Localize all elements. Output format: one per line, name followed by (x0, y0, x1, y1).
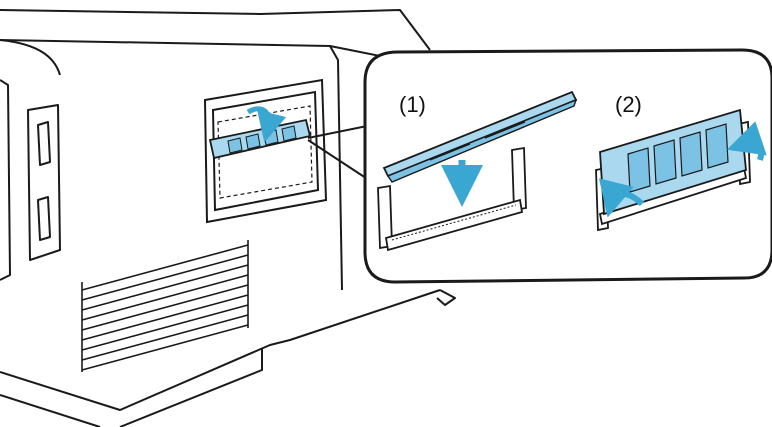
curved-arrow-icon (248, 109, 269, 128)
step-label-2: (2) (615, 92, 642, 117)
step-label-1: (1) (399, 92, 426, 117)
installed-module-small (210, 120, 310, 158)
printer-vent (82, 240, 248, 372)
